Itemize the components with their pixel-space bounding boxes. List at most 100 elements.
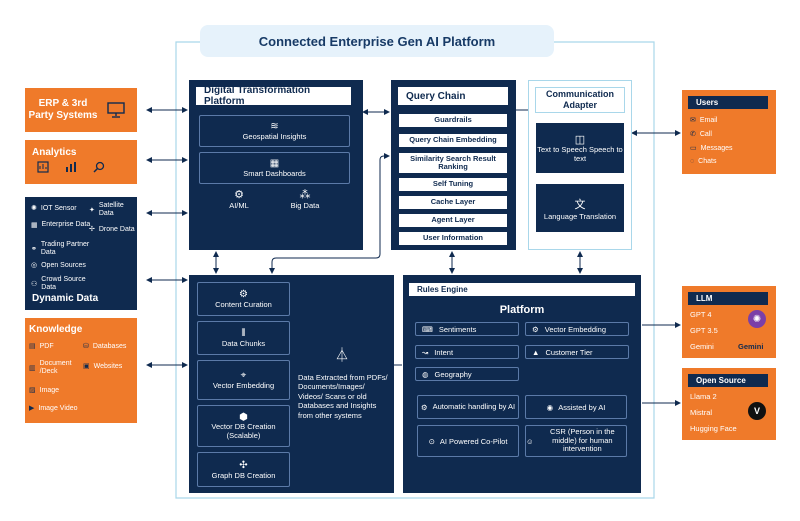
assist-icon: ◉ <box>546 402 554 412</box>
open-source-title: Open Source <box>688 374 768 387</box>
image-video-item: ▶Image Video <box>29 404 78 413</box>
cube-icon: ⬢ <box>239 411 248 423</box>
message-icon: ▭ <box>690 145 697 152</box>
llm-title: LLM <box>688 292 768 305</box>
document-deck-item: ▥Document /Deck <box>29 360 72 375</box>
graph-db-creation-box: ✣ Graph DB Creation <box>197 452 290 487</box>
handshake-icon: ⚭ <box>31 245 37 253</box>
ai-copilot-box: ⊙AI Powered Co-Pilot <box>417 425 519 457</box>
qc-item: Agent Layer <box>399 214 507 227</box>
document-icon: ▥ <box>29 364 36 372</box>
qc-item: Query Chain Embedding <box>399 134 507 147</box>
satellite-icon: ✦ <box>89 206 95 214</box>
customer-tier-box: ▲Customer Tier <box>525 345 629 359</box>
analytics-label: Analytics <box>32 147 77 158</box>
comm-title: Communication Adapter <box>535 87 625 113</box>
crowd-icon: ⚇ <box>31 280 38 288</box>
llm-item: GPT 3.5 <box>690 326 718 335</box>
speech-icon: ◫ <box>574 133 586 146</box>
geography-box: ◍Geography <box>415 367 519 381</box>
users-title: Users <box>688 96 768 109</box>
messages-item: ▭Messages <box>690 144 733 153</box>
copilot-icon: ⊙ <box>428 436 435 446</box>
trading-partner-data-item: ⚭Trading Partner Data <box>31 241 90 256</box>
dtp-panel: Digital Transformation Platform ≋ Geospa… <box>189 80 363 250</box>
email-icon: ✉ <box>690 117 696 124</box>
tts-box: ◫ Text to Speech Speech to text <box>536 123 624 173</box>
content-curation-box: ⚙ Content Curation <box>197 282 290 316</box>
rules-engine-title: Rules Engine <box>409 283 635 296</box>
query-chain-title: Query Chain <box>398 87 508 105</box>
dtp-title: Digital Transformation Platform <box>196 85 351 107</box>
communication-adapter-panel: Communication Adapter ◫ Text to Speech S… <box>528 80 632 250</box>
globe-icon: ◎ <box>31 262 38 269</box>
translate-icon: 文 <box>574 198 586 211</box>
chip-icon: ⚙ <box>234 189 244 201</box>
openai-logo-icon: ✺ <box>748 310 766 328</box>
dynamic-data-box: ✺IOT Sensor ✦Satellite Data ▦Enterprise … <box>25 197 137 310</box>
graph-icon: ✣ <box>239 459 248 471</box>
sentiment-icon: ⌨ <box>422 324 433 334</box>
page-title: Connected Enterprise Gen AI Platform <box>200 25 554 57</box>
website-icon: ▣ <box>83 363 90 370</box>
chunks-icon: ⫴ <box>241 328 246 339</box>
open-source-item: Hugging Face <box>690 424 737 433</box>
crowd-source-data-item: ⚇Crowd Source Data <box>31 276 86 291</box>
platform-title: Platform <box>499 304 545 316</box>
aiml-item: ⚙ AI/ML <box>219 188 259 210</box>
sensor-icon: ✺ <box>31 205 37 212</box>
call-item: ✆Call <box>690 130 712 139</box>
funnel-icon: ⏃ <box>335 347 349 363</box>
drone-icon: ✢ <box>89 226 95 233</box>
extracted-text: Data Extracted from PDFs/ Documents/Imag… <box>298 373 388 420</box>
data-chunks-box: ⫴ Data Chunks <box>197 321 290 355</box>
video-icon: ▶ <box>29 405 35 412</box>
llm-box: LLM GPT 4 GPT 3.5 Gemini ✺ Gemini <box>682 286 776 358</box>
assisted-by-ai-box: ◉Assisted by AI <box>525 395 627 419</box>
csr-box: ☺CSR (Person in the middle) for human in… <box>525 425 627 457</box>
open-source-item: Llama 2 <box>690 392 717 401</box>
knowledge-box: Knowledge ▤PDF ⛁Databases ▥Document /Dec… <box>25 318 137 423</box>
llm-item: Gemini <box>690 342 714 351</box>
pdf-item: ▤PDF <box>29 342 54 351</box>
open-source-box: Open Source Llama 2 Mistral Hugging Face… <box>682 368 776 440</box>
smart-dashboards-box: ▦ Smart Dashboards <box>199 152 350 184</box>
gemini-logo: Gemini <box>738 342 764 351</box>
pdf-icon: ▤ <box>29 343 36 350</box>
websites-item: ▣Websites <box>83 362 123 371</box>
enterprise-data-item: ▦Enterprise Data <box>31 221 91 229</box>
robot-icon: ⚙ <box>420 402 428 412</box>
big-data-item: ⁂ Big Data <box>285 188 325 210</box>
building-icon: ▦ <box>31 222 38 229</box>
layers-icon: ≋ <box>270 121 279 132</box>
automatic-handling-box: ⚙Automatic handling by AI <box>417 395 519 419</box>
geospatial-insights-box: ≋ Geospatial Insights <box>199 115 350 147</box>
monitor-icon <box>107 102 125 118</box>
search-icon <box>93 161 105 173</box>
curation-icon: ⚙ <box>239 289 248 300</box>
image-icon: ▨ <box>29 387 36 394</box>
image-item: ▨Image <box>29 386 60 395</box>
drone-data-item: ✢Drone Data <box>89 225 135 234</box>
vector-embedding-box: ⌖ Vector Embedding <box>197 360 290 400</box>
bar-chart-icon <box>66 162 76 172</box>
knowledge-label: Knowledge <box>29 324 83 335</box>
satellite-data-item: ✦Satellite Data <box>89 202 124 217</box>
person-icon: ☺ <box>526 436 534 446</box>
qc-item: Guardrails <box>399 114 507 127</box>
phone-icon: ✆ <box>690 131 696 138</box>
databases-item: ⛁Databases <box>83 342 127 351</box>
tier-icon: ▲ <box>532 347 540 357</box>
erp-box: ERP & 3rd Party Systems <box>25 88 137 132</box>
language-translation-box: 文 Language Translation <box>536 184 624 232</box>
qc-item: User Information <box>399 232 507 245</box>
vector-embedding-platform-box: ⚙Vector Embedding <box>525 322 629 336</box>
erp-label: ERP & 3rd Party Systems <box>28 98 98 121</box>
query-chain-panel: Query Chain Guardrails Query Chain Embed… <box>391 80 516 250</box>
intent-box: ↝Intent <box>415 345 519 359</box>
vector-icon: ⚙ <box>532 324 539 334</box>
qc-item: Similarity Search Result Ranking <box>399 153 507 173</box>
iot-sensor-item: ✺IOT Sensor <box>31 204 77 213</box>
llm-item: GPT 4 <box>690 310 712 319</box>
analytics-box: Analytics <box>25 140 137 184</box>
